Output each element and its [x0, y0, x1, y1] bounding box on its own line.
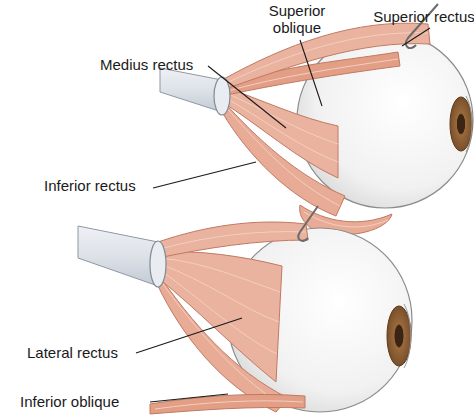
leader-line	[402, 28, 430, 46]
leader-line	[300, 40, 322, 106]
leader-line	[150, 394, 228, 402]
leader-line	[136, 318, 242, 353]
muscle-fibre	[155, 401, 303, 409]
part-label: Inferior oblique	[20, 393, 150, 410]
muscle	[150, 394, 305, 414]
muscle	[222, 86, 338, 178]
cornea	[466, 96, 472, 152]
optic-nerve	[160, 68, 222, 112]
leader-line	[208, 66, 286, 128]
cornea	[404, 304, 411, 368]
muscle	[222, 23, 430, 90]
muscle-fibre	[160, 232, 306, 249]
part-label: Inferior rectus	[44, 177, 156, 194]
part-label: Lateral rectus	[27, 344, 139, 361]
iris	[387, 306, 411, 366]
muscle-fibre	[224, 33, 428, 84]
iris	[450, 97, 472, 151]
muscle	[158, 252, 282, 382]
muscle-fibre	[304, 212, 388, 227]
tendon-ring	[150, 241, 166, 287]
part-label: Superior rectus	[372, 8, 474, 25]
optic-nerve	[78, 226, 158, 286]
part-label: Superior oblique	[258, 2, 336, 36]
muscle-hook	[298, 206, 318, 241]
part-label: Medius rectus	[100, 56, 210, 73]
tendon-ring	[214, 77, 230, 115]
muscle	[158, 222, 308, 258]
leader-line	[153, 162, 256, 188]
